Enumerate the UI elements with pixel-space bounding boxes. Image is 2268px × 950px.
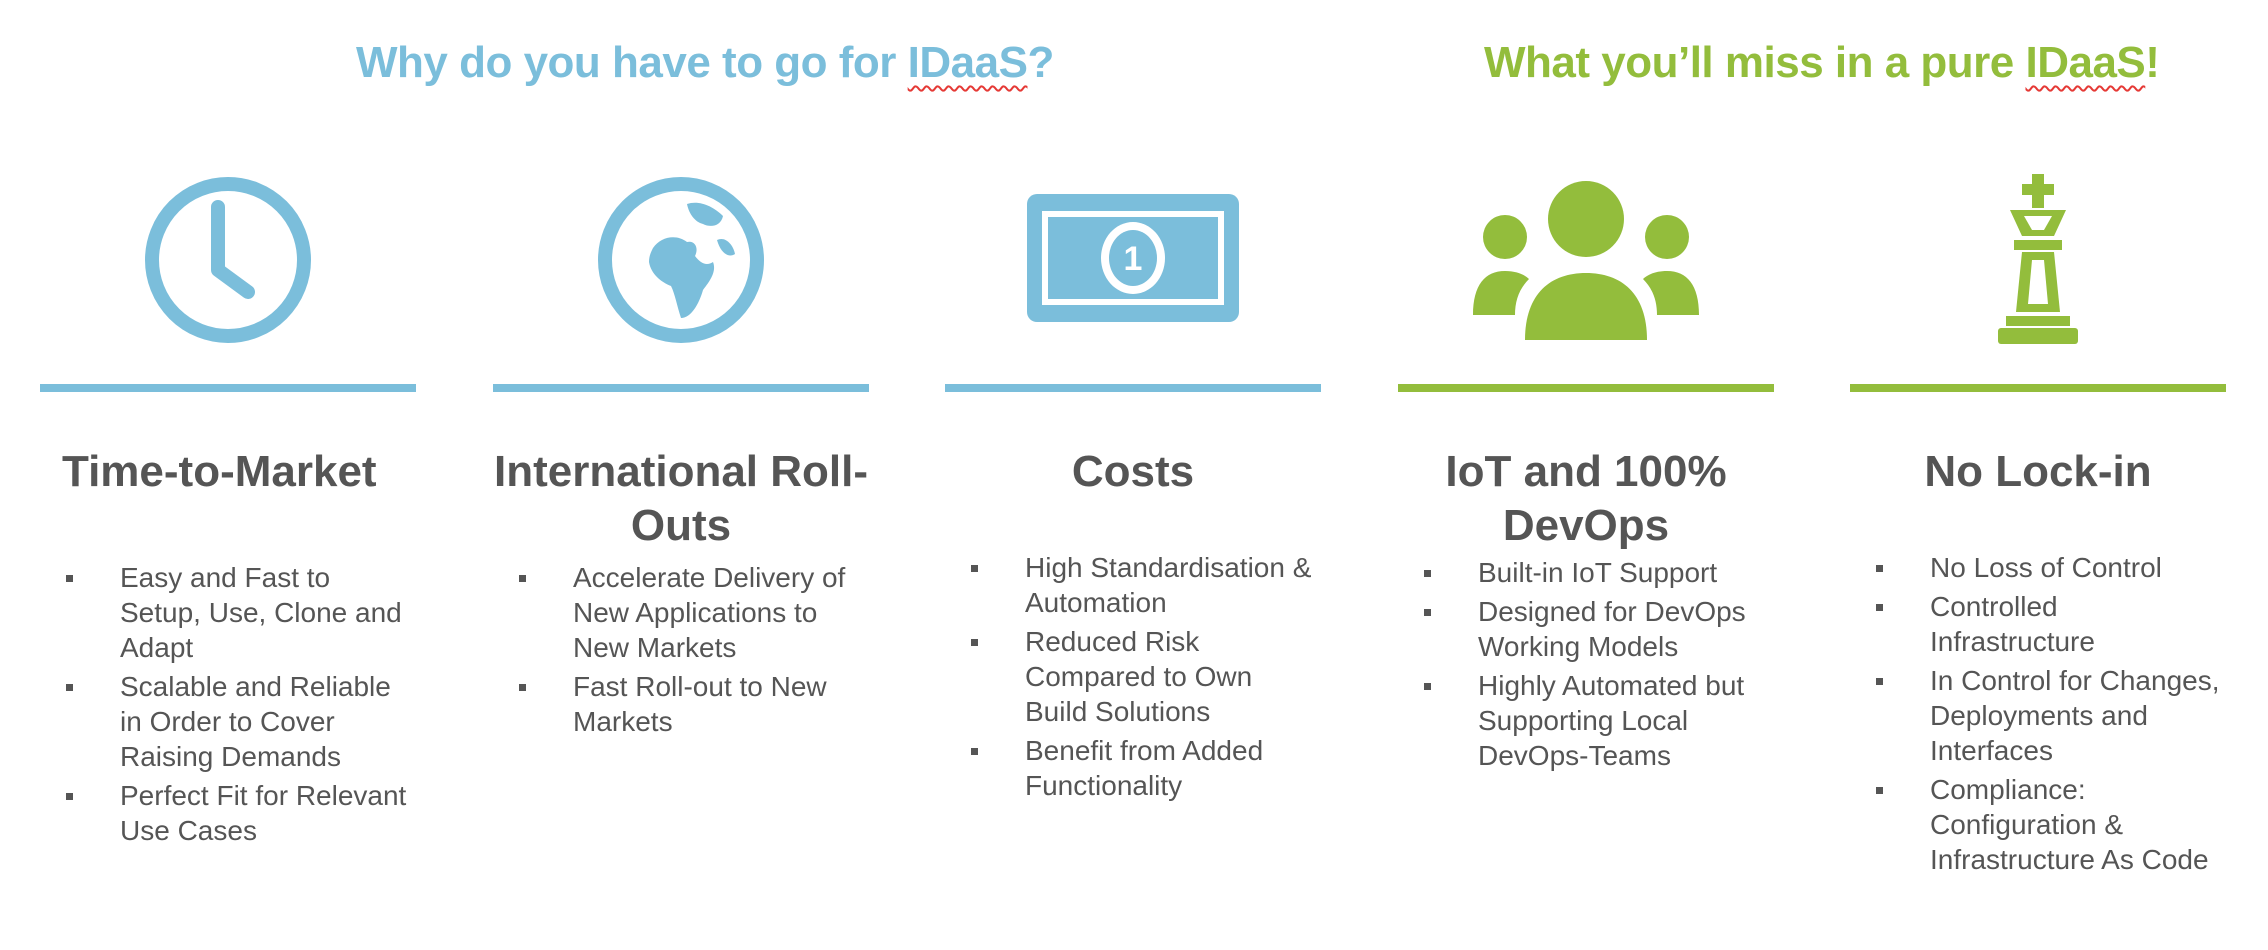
column-title: IoT and 100% DevOps bbox=[1445, 447, 1727, 550]
list-item: High Standardisation & Automation bbox=[971, 550, 1321, 620]
list-item: Fast Roll-out to New Markets bbox=[519, 669, 869, 739]
banknote-label: 1 bbox=[1124, 240, 1143, 278]
list-item: Highly Automated but Supporting Local De… bbox=[1424, 668, 1774, 773]
list-item: Controlled Infrastructure bbox=[1876, 589, 2226, 659]
column-divider bbox=[1398, 384, 1774, 392]
chess-king-icon bbox=[1850, 160, 2226, 360]
bullet-list: Accelerate Delivery of New Applications … bbox=[493, 560, 869, 743]
bullet-list: No Loss of Control Controlled Infrastruc… bbox=[1850, 550, 2226, 881]
why-idaas-heading-prefix: Why do you have to go for bbox=[356, 38, 908, 87]
miss-idaas-heading: What you’ll miss in a pure IDaaS! bbox=[1484, 38, 2160, 88]
list-item: Designed for DevOps Working Models bbox=[1424, 594, 1774, 664]
globe-icon bbox=[493, 160, 869, 360]
column-international-rollouts: International Roll-Outs Accelerate Deliv… bbox=[493, 160, 869, 920]
column-title: Costs bbox=[1071, 447, 1195, 496]
miss-idaas-heading-suffix: ! bbox=[2145, 38, 2160, 87]
column-costs: 1 Costs High Standardisation & Automatio… bbox=[945, 160, 1321, 920]
list-item: Accelerate Delivery of New Applications … bbox=[519, 560, 869, 665]
list-item: Compliance: Configuration & Infrastructu… bbox=[1876, 772, 2226, 877]
column-time-to-market: Time-to-Market Easy and Fast to Setup, U… bbox=[40, 160, 416, 920]
bullet-list: High Standardisation & Automation Reduce… bbox=[945, 550, 1321, 807]
why-idaas-heading: Why do you have to go for IDaaS? bbox=[356, 38, 1054, 88]
column-divider bbox=[493, 384, 869, 392]
list-item: No Loss of Control bbox=[1876, 550, 2226, 585]
list-item: Reduced Risk Compared to Own Build Solut… bbox=[971, 624, 1321, 729]
column-divider bbox=[40, 384, 416, 392]
team-icon bbox=[1398, 160, 1774, 360]
list-item: Easy and Fast to Setup, Use, Clone and A… bbox=[66, 560, 416, 665]
list-item: Perfect Fit for Relevant Use Cases bbox=[66, 778, 416, 848]
miss-idaas-heading-prefix: What you’ll miss in a pure bbox=[1484, 38, 2026, 87]
column-divider bbox=[945, 384, 1321, 392]
column-title: No Lock-in bbox=[1924, 447, 2152, 496]
column-divider bbox=[1850, 384, 2226, 392]
miss-idaas-heading-term: IDaaS bbox=[2025, 38, 2146, 87]
banknote-icon: 1 bbox=[945, 160, 1321, 360]
bullet-list: Easy and Fast to Setup, Use, Clone and A… bbox=[40, 560, 416, 852]
list-item: Benefit from Added Functionality bbox=[971, 733, 1321, 803]
list-item: Scalable and Reliable in Order to Cover … bbox=[66, 669, 416, 774]
why-idaas-heading-term: IDaaS bbox=[907, 38, 1028, 87]
clock-icon bbox=[40, 160, 416, 360]
column-title: International Roll-Outs bbox=[494, 447, 868, 550]
bullet-list: Built-in IoT Support Designed for DevOps… bbox=[1398, 555, 1774, 777]
why-idaas-heading-suffix: ? bbox=[1027, 38, 1054, 87]
column-iot-devops: IoT and 100% DevOps Built-in IoT Support… bbox=[1398, 160, 1774, 920]
list-item: Built-in IoT Support bbox=[1424, 555, 1774, 590]
column-no-lock-in: No Lock-in No Loss of Control Controlled… bbox=[1850, 160, 2226, 920]
column-title: Time-to-Market bbox=[62, 447, 377, 496]
list-item: In Control for Changes, Deployments and … bbox=[1876, 663, 2226, 768]
